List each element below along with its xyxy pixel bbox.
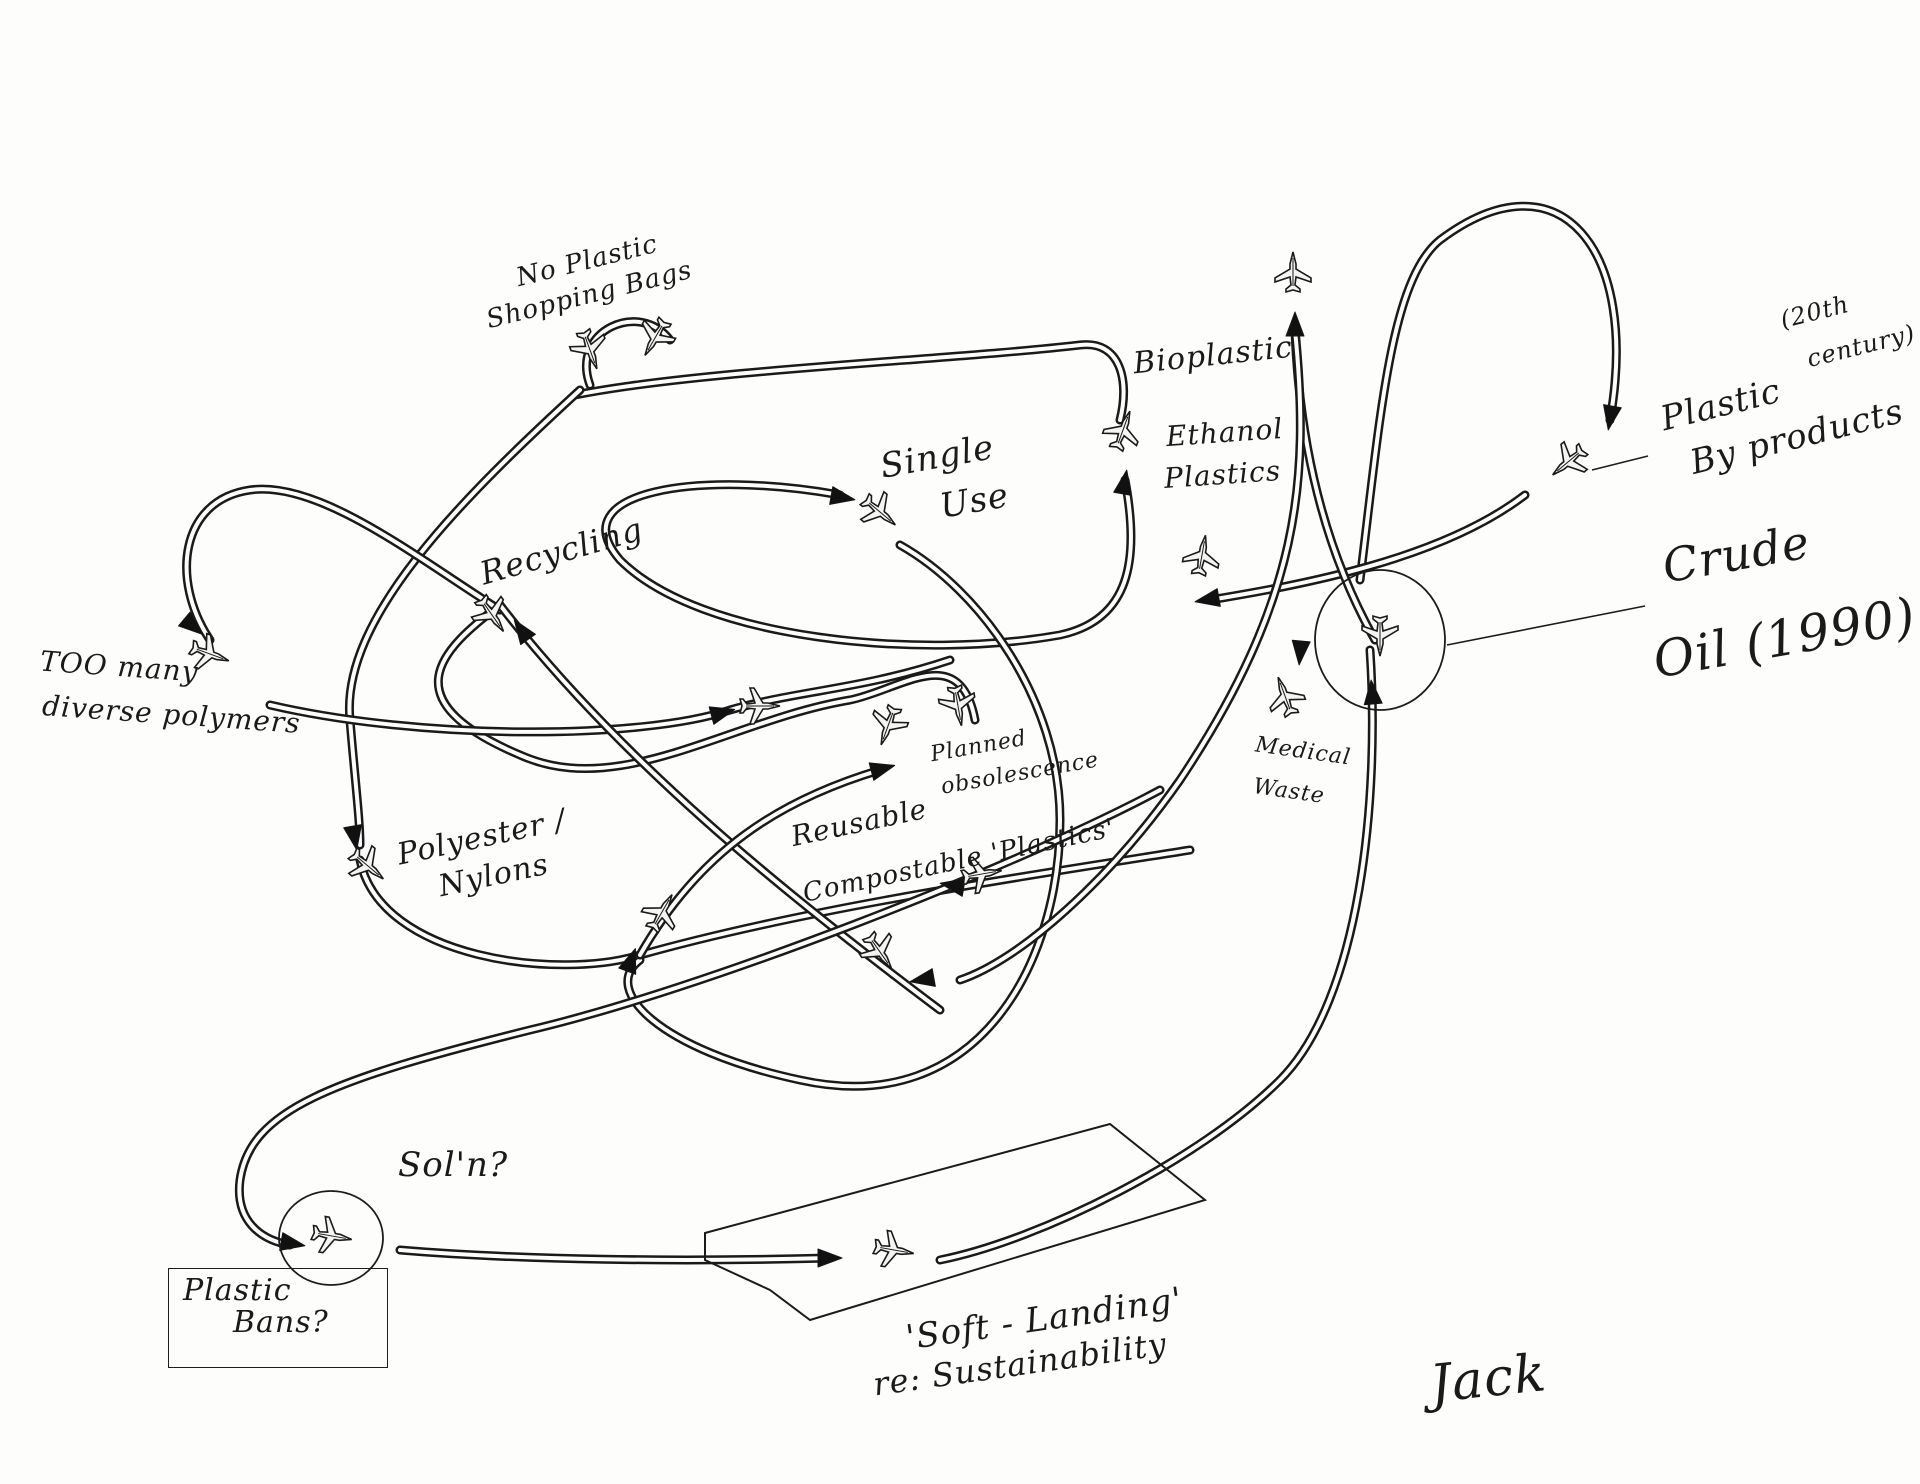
jet-reusable-icon bbox=[632, 882, 692, 942]
arrow-to-ethanol bbox=[1113, 469, 1132, 496]
arrow-to-reusable bbox=[868, 762, 896, 781]
medical-up-inner bbox=[958, 328, 1303, 982]
crude-oil-up-inner bbox=[1293, 328, 1377, 642]
bags-down-polyester-inner bbox=[347, 388, 582, 847]
jet-planned-b-icon bbox=[933, 681, 984, 732]
label-ethanol-2: Plastics bbox=[1162, 453, 1283, 496]
jet-soln-icon bbox=[307, 1211, 358, 1262]
jet-polyester-icon bbox=[337, 835, 399, 897]
crude-oil-up-outer bbox=[1290, 325, 1380, 645]
jet-no-plastic-bags-a-icon bbox=[562, 322, 618, 378]
label-plastic-bans-2: Bans? bbox=[233, 1304, 329, 1340]
too-many-loop-inner bbox=[184, 487, 502, 642]
arrow-to-crude bbox=[1363, 679, 1383, 706]
arrow-to-single-row bbox=[708, 706, 736, 725]
jet-too-many-icon bbox=[182, 626, 238, 682]
single-use-down-inner bbox=[626, 543, 1062, 1089]
arrow-to-landing bbox=[817, 1248, 843, 1268]
label-signature: Jack bbox=[1427, 1343, 1550, 1415]
byproducts-leader-line bbox=[1591, 455, 1649, 471]
label-ethanol-1: Ethanol bbox=[1164, 411, 1285, 454]
solution-circle bbox=[278, 1190, 384, 1286]
jet-no-plastic-bags-b-icon bbox=[625, 308, 685, 368]
arrow-to-single-use bbox=[829, 486, 856, 505]
jet-planned-a-icon bbox=[860, 698, 916, 754]
recycling-loop-inner bbox=[436, 603, 977, 771]
label-plastic-bans-1: Plastic bbox=[183, 1273, 292, 1308]
label-plastic-bans: Plastic Bans? bbox=[168, 1268, 388, 1368]
arrow-to-bottom-left bbox=[618, 948, 637, 975]
arrow-to-bottom-right bbox=[909, 968, 936, 987]
too-many-to-single-inner bbox=[268, 658, 952, 734]
jet-plastic-byproducts-icon bbox=[1537, 431, 1599, 493]
jet-single-use-icon bbox=[849, 481, 911, 543]
jet-recycling-icon bbox=[461, 584, 522, 645]
polyester-to-bottom-inner bbox=[358, 848, 1192, 967]
soln-to-landing-inner bbox=[398, 1248, 832, 1262]
arrow-to-compostable bbox=[939, 878, 966, 897]
tall-loop-top-inner bbox=[1358, 204, 1619, 582]
arrow-to-byproducts bbox=[1603, 404, 1622, 431]
crude-oil-circle bbox=[1314, 569, 1446, 711]
jet-crude-oil-icon bbox=[1358, 614, 1402, 658]
byproducts-to-bioplastic-line-inner bbox=[1208, 493, 1527, 602]
recycling-cross-down-inner bbox=[498, 603, 942, 1012]
arrow-to-recycling bbox=[513, 619, 536, 646]
jet-ethanol-plastics-icon bbox=[1177, 530, 1228, 581]
bags-down-polyester-outer bbox=[344, 385, 585, 850]
label-soln: Sol'n? bbox=[398, 1145, 509, 1185]
crude-oil-leader-line bbox=[1446, 605, 1646, 646]
jet-bottom-right-icon bbox=[849, 921, 910, 982]
jet-soft-landing-icon bbox=[869, 1225, 920, 1276]
arrow-to-too-many bbox=[177, 611, 204, 635]
single-use-s-curve-inner bbox=[603, 478, 1134, 648]
jet-bioplastic-top-icon bbox=[1271, 250, 1315, 294]
jet-compostable-icon bbox=[957, 849, 1008, 900]
arrow-to-medical bbox=[1291, 639, 1311, 666]
jet-ethanol-icon bbox=[1095, 402, 1151, 458]
arrow-to-polyester bbox=[343, 824, 362, 851]
loop-bags-to-ethanol-inner bbox=[573, 342, 1126, 422]
jet-center-icon bbox=[738, 684, 782, 728]
crude-oil-down-inner bbox=[938, 648, 1375, 1262]
arrow-to-ethanol-plastics bbox=[1194, 588, 1221, 607]
arrow-to-bioplastic-top bbox=[1285, 311, 1305, 337]
soft-landing-runway bbox=[704, 1122, 1208, 1322]
jet-medical-icon bbox=[1257, 668, 1313, 724]
arrow-to-soln bbox=[279, 1232, 306, 1251]
